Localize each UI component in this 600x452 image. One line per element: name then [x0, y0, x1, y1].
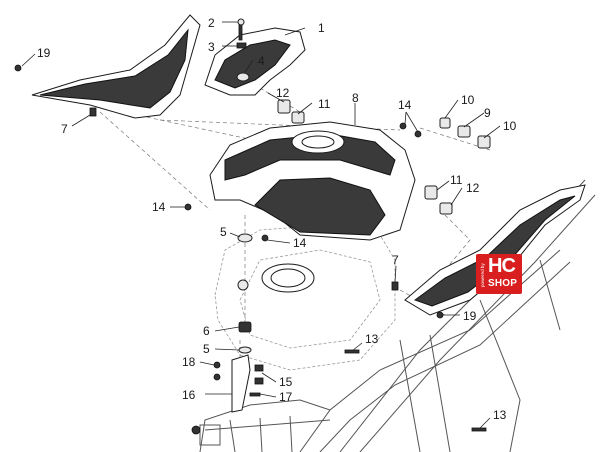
logo-powered-by: powered by: [480, 263, 485, 287]
callout-11-upper: 11: [318, 97, 331, 111]
callout-9: 9: [484, 106, 491, 120]
callout-13-center: 13: [365, 332, 379, 346]
callout-19-lower: 19: [463, 309, 477, 323]
callout-19-upper: 19: [37, 46, 51, 60]
callout-5-lower: 5: [203, 342, 210, 356]
logo-main-text: HC: [488, 255, 516, 277]
callout-13-lower: 13: [493, 408, 507, 422]
callout-10-upper: 10: [461, 93, 475, 107]
callout-7-upper: 7: [61, 122, 68, 136]
callout-12-lower: 12: [466, 181, 480, 195]
callout-14-left: 14: [152, 200, 166, 214]
right-side-panel: [404, 184, 586, 316]
callout-16: 16: [182, 388, 196, 402]
logo-sub-text: SHOP: [488, 278, 518, 289]
callout-14-upper-right: 14: [398, 98, 412, 112]
callout-10-lower: 10: [503, 119, 517, 133]
callout-2: 2: [208, 16, 215, 30]
callout-labels: 1 2 3 4 19 7 12 11 8 14 10 9 10 14 11 12…: [37, 16, 517, 422]
assembly-guide-lines: [57, 69, 491, 400]
callout-14-center: 14: [293, 236, 307, 250]
leader-lines: [21, 21, 501, 429]
callout-17: 17: [279, 390, 293, 404]
callout-5-upper: 5: [220, 225, 227, 239]
callout-11-lower: 11: [450, 173, 463, 187]
left-side-panel: [31, 14, 201, 119]
callout-18: 18: [182, 355, 196, 369]
callout-1: 1: [318, 21, 325, 35]
rear-frame: [199, 179, 596, 452]
callout-12-upper: 12: [276, 86, 290, 100]
logo-side-text: powered by: [480, 263, 485, 287]
callout-15: 15: [279, 375, 293, 389]
callout-3: 3: [208, 40, 215, 54]
tank-top-cover: [204, 27, 306, 96]
callout-7-lower: 7: [392, 253, 399, 267]
callout-4: 4: [258, 54, 265, 68]
hc-shop-logo: powered by HC SHOP: [476, 254, 522, 294]
callout-6: 6: [203, 324, 210, 338]
fuel-tank-cover: [209, 121, 416, 241]
callout-8: 8: [352, 91, 359, 105]
